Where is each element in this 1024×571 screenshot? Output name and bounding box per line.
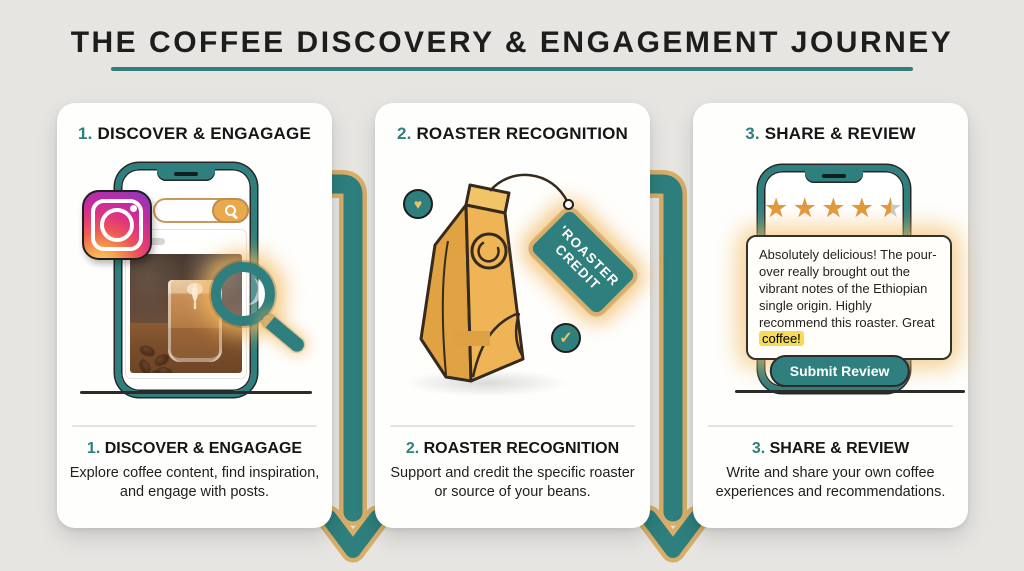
phone-speaker — [174, 172, 198, 176]
heart-icon: ♥ — [413, 196, 423, 212]
instagram-icon[interactable] — [82, 190, 152, 260]
instagram-camera-dot — [130, 205, 137, 212]
step-title: DISCOVER & ENGAGAGE — [97, 124, 311, 143]
card-3-heading: 3. SHARE & REVIEW — [693, 124, 968, 144]
check-badge: ✓ — [551, 323, 581, 353]
card-divider — [708, 425, 953, 427]
flow-arrow-2 — [632, 170, 710, 563]
flow-arrow-1 — [312, 170, 390, 563]
card-divider — [390, 425, 635, 427]
card-1-heading: 1. DISCOVER & ENGAGAGE — [57, 124, 332, 144]
star-icon: ★★ — [764, 193, 789, 223]
tag-hole — [563, 199, 574, 210]
footer-title: 1. DISCOVER & ENGAGAGE — [86, 440, 303, 457]
card-2-footer: 2. ROASTER RECOGNITION Support and credi… — [385, 440, 640, 502]
ground-line — [80, 391, 312, 394]
search-icon — [225, 205, 236, 216]
review-text: Absolutely delicious! The pour-over real… — [759, 247, 937, 330]
footer-title: 3. SHARE & REVIEW — [751, 440, 910, 457]
step-number: 3. — [745, 124, 760, 143]
review-bubble: Absolutely delicious! The pour-over real… — [746, 235, 952, 361]
star-rating: ★★★★★★★★★★ — [764, 195, 904, 222]
submit-review-button[interactable]: Submit Review — [769, 355, 910, 387]
ground-line — [735, 390, 965, 393]
review-highlight: coffee! — [759, 331, 804, 347]
header: THE COFFEE DISCOVERY & ENGAGEMENT JOURNE… — [0, 0, 1024, 71]
phone-notch — [157, 168, 215, 181]
coffee-bag — [419, 183, 525, 383]
footer-description: Support and credit the specific roaster … — [390, 465, 635, 501]
step-title: SHARE & REVIEW — [764, 124, 916, 143]
footer-description: Explore coffee content, find inspiration… — [69, 465, 320, 501]
step-title: ROASTER RECOGNITION — [416, 124, 629, 143]
title-underline — [111, 67, 913, 71]
card-2-illustration: ♥ 'ROASTER CREDIT — [375, 153, 650, 415]
star-icon: ★★ — [849, 193, 875, 223]
latte-photo — [130, 254, 242, 373]
check-icon: ✓ — [559, 330, 573, 347]
card-1-footer: 1. DISCOVER & ENGAGAGE Explore coffee co… — [67, 440, 322, 502]
page-title: THE COFFEE DISCOVERY & ENGAGEMENT JOURNE… — [70, 26, 954, 59]
tag-string — [489, 173, 570, 204]
card-3-footer: 3. SHARE & REVIEW Write and share your o… — [703, 440, 958, 502]
star-icon: ★★ — [821, 193, 846, 223]
card-3-illustration: ★★★★★★★★★★ Absolutely delicious! The pou… — [693, 153, 968, 415]
star-icon: ★★ — [792, 193, 817, 223]
search-button[interactable] — [212, 198, 249, 223]
latte-art-rosetta — [187, 283, 203, 310]
card-share-review: 3. SHARE & REVIEW ★★★★★★★★★★ Absolutely … — [693, 103, 968, 528]
card-divider — [72, 425, 317, 427]
step-number: 2. — [396, 124, 412, 143]
footer-description: Write and share your own coffee experien… — [715, 465, 946, 501]
phone-mockup-review: ★★★★★★★★★★ Absolutely delicious! The pou… — [746, 165, 952, 393]
card-2-heading: 2. ROASTER RECOGNITION — [375, 124, 650, 144]
magnifying-glass-handle — [259, 311, 307, 355]
step-number: 1. — [77, 124, 93, 143]
card-discover-engage: 1. DISCOVER & ENGAGAGE — [57, 103, 332, 528]
card-roaster-recognition: 2. ROASTER RECOGNITION ♥ — [375, 103, 650, 528]
search-bar[interactable] — [153, 198, 249, 223]
heart-badge: ♥ — [403, 189, 433, 219]
footer-title: 2. ROASTER RECOGNITION — [405, 440, 620, 457]
phone-notch — [805, 170, 863, 183]
phone-speaker — [822, 174, 846, 178]
star-icon: ★★ — [878, 193, 903, 223]
card-1-illustration — [57, 153, 332, 415]
